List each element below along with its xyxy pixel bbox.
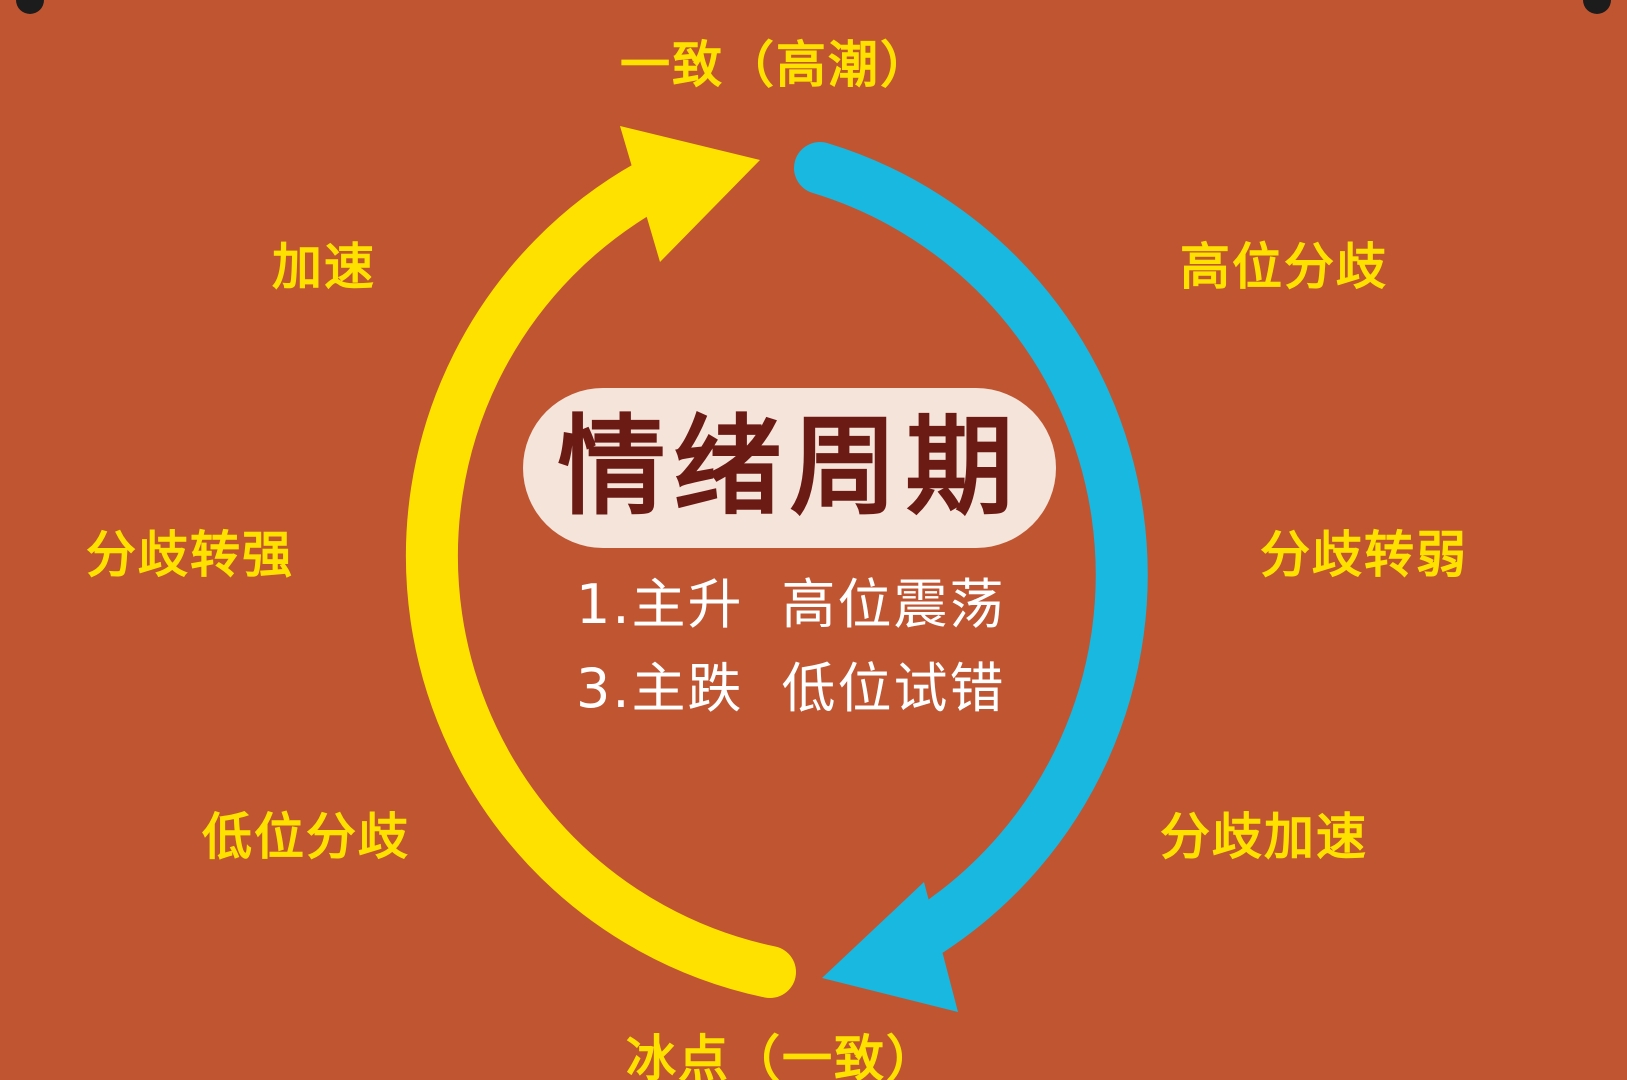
- blue-arc: [794, 142, 1148, 956]
- stage-upper-right-label: 高位分歧: [1180, 238, 1388, 296]
- stage-lower-right-label: 分歧加速: [1160, 808, 1368, 866]
- center-line-2-right: 低位试错: [781, 657, 1006, 720]
- corner-dot-left: [16, 0, 44, 14]
- center-line-1-left: 1.主升: [576, 573, 744, 636]
- title-pill: 情绪周期: [523, 388, 1056, 548]
- yellow-arrowhead: [620, 126, 760, 262]
- center-line-1: 1.主升高位震荡: [576, 578, 1006, 632]
- stage-upper-left-label: 加速: [272, 238, 376, 296]
- stage-right-label: 分歧转弱: [1260, 526, 1468, 584]
- stage-left-label: 分歧转强: [86, 526, 294, 584]
- stage-bottom-label: 冰点（一致）: [626, 1030, 938, 1080]
- center-line-1-right: 高位震荡: [781, 573, 1006, 636]
- diagram-title: 情绪周期: [557, 405, 1022, 530]
- yellow-arc: [405, 156, 796, 998]
- corner-dot-right: [1583, 0, 1611, 14]
- blue-arrowhead: [822, 882, 958, 1012]
- center-line-2: 3.主跌低位试错: [576, 662, 1006, 716]
- stage-lower-left-label: 低位分歧: [202, 808, 410, 866]
- center-line-2-left: 3.主跌: [576, 657, 744, 720]
- stage-top-label: 一致（高潮）: [620, 36, 932, 94]
